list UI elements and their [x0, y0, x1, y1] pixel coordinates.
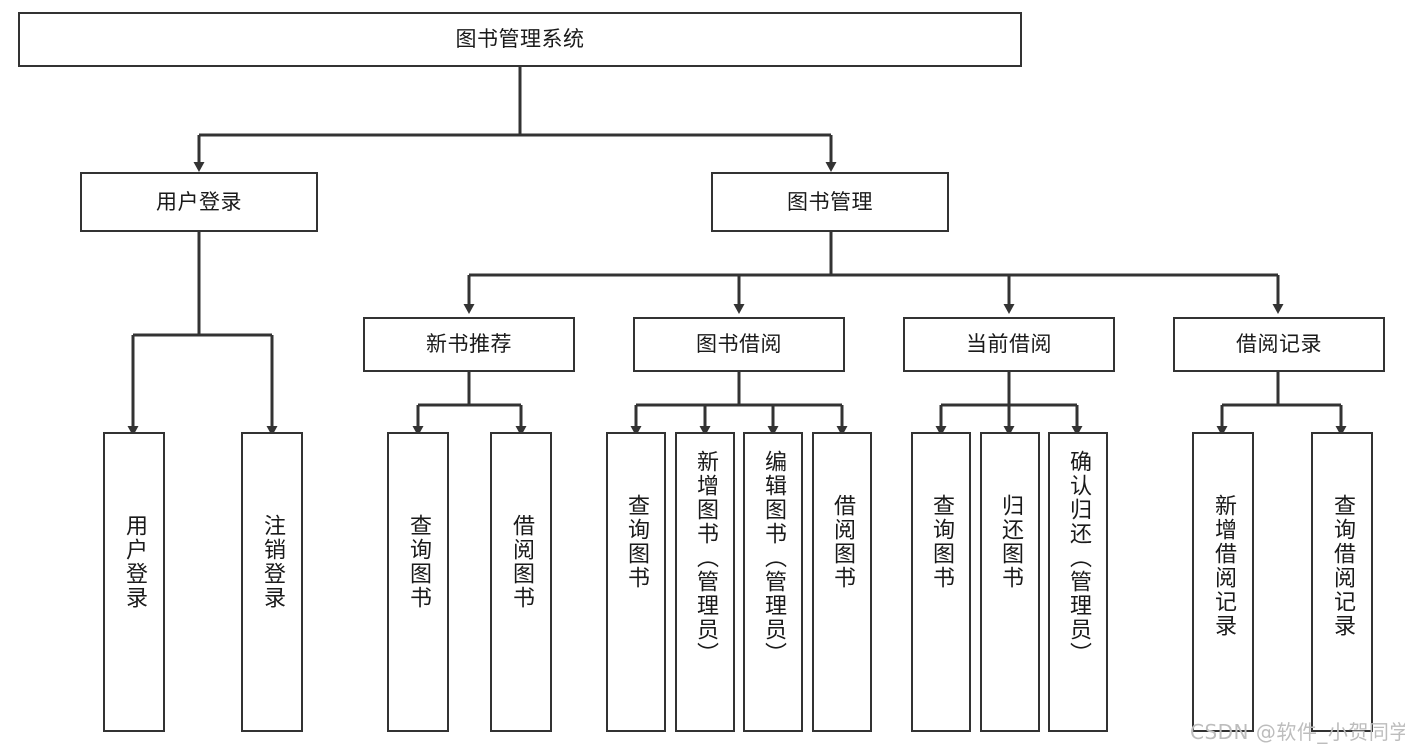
node-current-borrow[interactable]: 当前借阅	[903, 317, 1115, 372]
node-label: 图书借阅	[696, 332, 782, 357]
leaf-current-borrow-confirm-return[interactable]: 确认归还（管理员）	[1048, 432, 1108, 732]
node-label: 新增图书（管理员）	[693, 450, 718, 666]
leaf-new-book-borrow[interactable]: 借阅图书	[490, 432, 552, 732]
leaf-current-borrow-return[interactable]: 归还图书	[980, 432, 1040, 732]
node-label: 用户登录	[122, 514, 147, 610]
node-label: 查询图书	[406, 514, 431, 610]
node-label: 借阅记录	[1236, 332, 1322, 357]
leaf-user-login-signout[interactable]: 注销登录	[241, 432, 303, 732]
node-borrow-record[interactable]: 借阅记录	[1173, 317, 1385, 372]
node-book-management[interactable]: 图书管理	[711, 172, 949, 232]
node-new-book-recommend[interactable]: 新书推荐	[363, 317, 575, 372]
leaf-borrow-record-query[interactable]: 查询借阅记录	[1311, 432, 1373, 732]
leaf-user-login-signin[interactable]: 用户登录	[103, 432, 165, 732]
node-label: 归还图书	[998, 494, 1023, 590]
leaf-book-borrow-lend[interactable]: 借阅图书	[812, 432, 872, 732]
node-label: 查询图书	[624, 494, 649, 590]
node-root-book-management-system[interactable]: 图书管理系统	[18, 12, 1022, 67]
node-label: 借阅图书	[830, 494, 855, 590]
node-label: 新增借阅记录	[1211, 494, 1236, 638]
node-label: 用户登录	[156, 189, 242, 214]
leaf-borrow-record-add[interactable]: 新增借阅记录	[1192, 432, 1254, 732]
node-label: 新书推荐	[426, 332, 512, 357]
node-label: 图书管理	[787, 189, 873, 214]
leaf-new-book-query[interactable]: 查询图书	[387, 432, 449, 732]
node-label: 确认归还（管理员）	[1066, 450, 1091, 666]
leaf-book-borrow-add[interactable]: 新增图书（管理员）	[675, 432, 735, 732]
leaf-current-borrow-query[interactable]: 查询图书	[911, 432, 971, 732]
node-label: 查询图书	[929, 494, 954, 590]
node-label: 注销登录	[260, 514, 285, 610]
watermark-text: CSDN @软件_小贺同学	[1190, 720, 1405, 744]
node-label: 当前借阅	[966, 332, 1052, 357]
node-label: 查询借阅记录	[1330, 494, 1355, 638]
leaf-book-borrow-edit[interactable]: 编辑图书（管理员）	[743, 432, 803, 732]
leaf-book-borrow-query[interactable]: 查询图书	[606, 432, 666, 732]
node-label: 借阅图书	[509, 514, 534, 610]
node-book-borrow[interactable]: 图书借阅	[633, 317, 845, 372]
node-label: 图书管理系统	[455, 27, 585, 52]
node-user-login[interactable]: 用户登录	[80, 172, 318, 232]
node-label: 编辑图书（管理员）	[761, 450, 786, 666]
